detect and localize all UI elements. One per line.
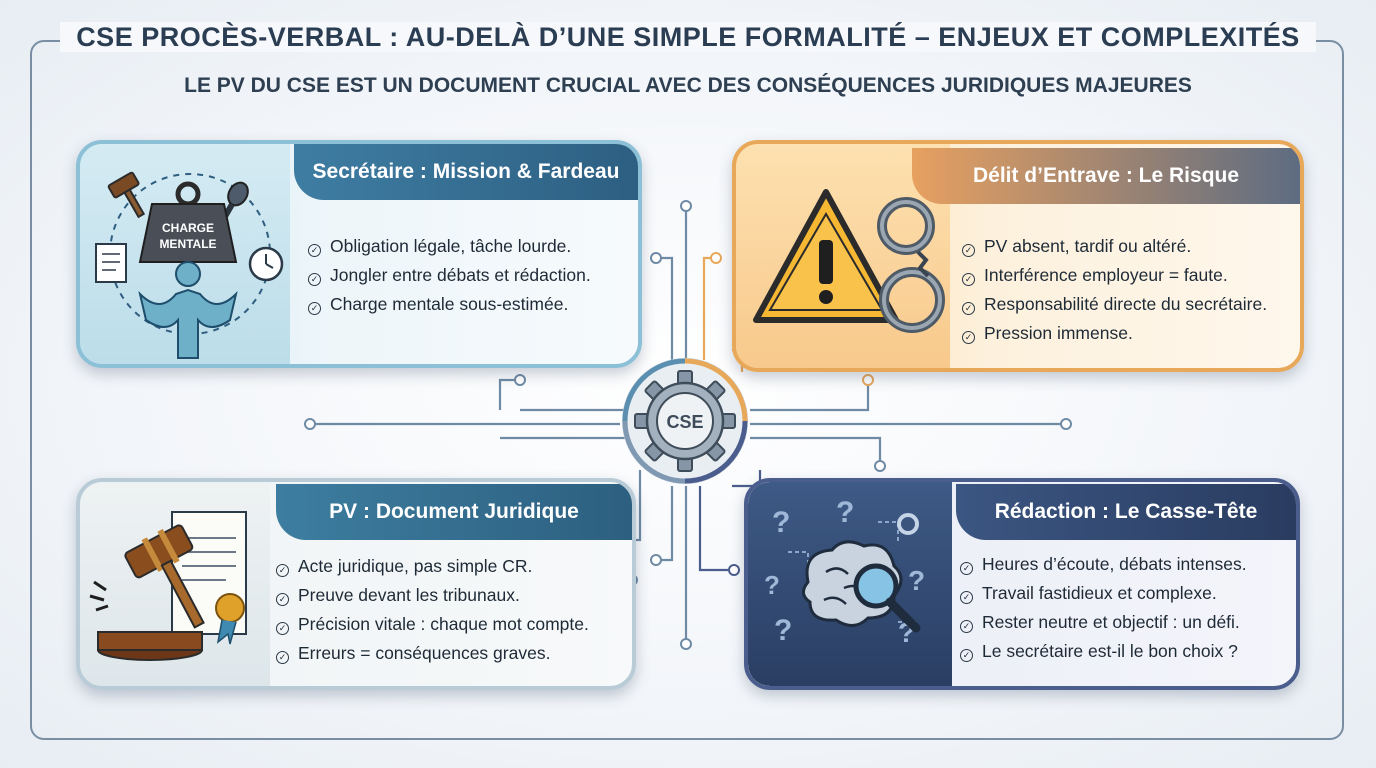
page-subtitle: LE PV DU CSE EST UN DOCUMENT CRUCIAL AVE… <box>184 74 1192 97</box>
list-item: ✓Travail fastidieux et complexe. <box>960 579 1247 608</box>
card-delit-list: ✓PV absent, tardif ou altéré. ✓Interfére… <box>962 232 1267 348</box>
card-delit: Délit d’Entrave : Le Risque ✓PV absent, … <box>732 140 1304 372</box>
check-icon: ✓ <box>960 591 973 604</box>
svg-text:?: ? <box>908 565 925 596</box>
card-redaction-title: Rédaction : Le Casse-Tête <box>956 484 1296 540</box>
check-icon: ✓ <box>962 302 975 315</box>
card-secretaire: CHARGE MENTALE Secrétaire : Mission & Fa… <box>76 140 642 368</box>
svg-text:MENTALE: MENTALE <box>159 237 216 251</box>
check-icon: ✓ <box>962 273 975 286</box>
card-redaction: ? ? ? ? ? ? Rédaction : Le Casse-Tête ✓H… <box>744 478 1300 690</box>
list-item: ✓PV absent, tardif ou altéré. <box>962 232 1267 261</box>
gear-icon <box>634 370 736 472</box>
list-item: ✓Acte juridique, pas simple CR. <box>276 552 589 581</box>
list-item: ✓Interférence employeur = faute. <box>962 261 1267 290</box>
svg-text:?: ? <box>836 496 854 529</box>
list-item: ✓Rester neutre et objectif : un défi. <box>960 608 1247 637</box>
check-icon: ✓ <box>960 649 973 662</box>
svg-text:?: ? <box>764 570 780 600</box>
card-pv-title: PV : Document Juridique <box>276 484 632 540</box>
check-icon: ✓ <box>276 564 289 577</box>
card-delit-title: Délit d’Entrave : Le Risque <box>912 148 1300 204</box>
check-icon: ✓ <box>276 593 289 606</box>
check-icon: ✓ <box>276 651 289 664</box>
warning-handcuffs-icon <box>736 144 950 368</box>
check-icon: ✓ <box>960 620 973 633</box>
check-icon: ✓ <box>962 331 975 344</box>
list-item: ✓Responsabilité directe du secrétaire. <box>962 290 1267 319</box>
list-item: ✓Le secrétaire est-il le bon choix ? <box>960 637 1247 666</box>
list-item: ✓Charge mentale sous-estimée. <box>308 290 591 319</box>
check-icon: ✓ <box>308 244 321 257</box>
card-pv-list: ✓Acte juridique, pas simple CR. ✓Preuve … <box>276 552 589 668</box>
list-item: ✓Jongler entre débats et rédaction. <box>308 261 591 290</box>
check-icon: ✓ <box>276 622 289 635</box>
list-item: ✓Obligation légale, tâche lourde. <box>308 232 591 261</box>
svg-text:?: ? <box>772 506 790 539</box>
card-redaction-list: ✓Heures d’écoute, débats intenses. ✓Trav… <box>960 550 1247 666</box>
list-item: ✓Heures d’écoute, débats intenses. <box>960 550 1247 579</box>
gavel-document-icon <box>80 482 270 686</box>
svg-text:CHARGE: CHARGE <box>162 221 214 235</box>
mental-load-weight-icon: CHARGE MENTALE <box>80 144 290 364</box>
brain-magnifier-icon: ? ? ? ? ? ? <box>748 482 952 686</box>
cse-hub: CSE <box>620 356 750 486</box>
list-item: ✓Erreurs = conséquences graves. <box>276 639 589 668</box>
check-icon: ✓ <box>308 302 321 315</box>
page-title: CSE PROCÈS-VERBAL : AU-DELÀ D’UNE SIMPLE… <box>0 22 1376 53</box>
card-pv: PV : Document Juridique ✓Acte juridique,… <box>76 478 636 690</box>
svg-text:?: ? <box>774 614 792 647</box>
hub-label: CSE <box>666 412 703 432</box>
card-secretaire-list: ✓Obligation légale, tâche lourde. ✓Jongl… <box>308 232 591 319</box>
check-icon: ✓ <box>308 273 321 286</box>
check-icon: ✓ <box>962 244 975 257</box>
card-secretaire-title: Secrétaire : Mission & Fardeau <box>294 144 638 200</box>
list-item: ✓Pression immense. <box>962 319 1267 348</box>
list-item: ✓Précision vitale : chaque mot compte. <box>276 610 589 639</box>
list-item: ✓Preuve devant les tribunaux. <box>276 581 589 610</box>
check-icon: ✓ <box>960 562 973 575</box>
